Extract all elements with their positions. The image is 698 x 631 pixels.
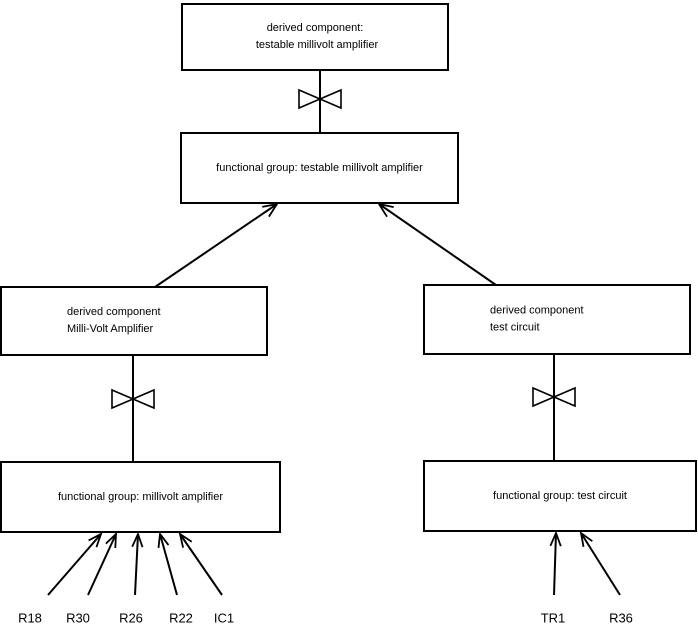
leaf-label: R36 [609, 610, 633, 625]
leaf-arrow-head-icon [549, 530, 562, 547]
arrow-shaft [378, 203, 497, 286]
connector-conn-right [532, 354, 576, 461]
arrow-layer [154, 202, 497, 288]
leaf-arrow-head-icon [579, 530, 593, 547]
arrow-head-icon [262, 202, 279, 218]
leaf-arrow-head-icon [157, 531, 170, 548]
connector-conn-top [298, 70, 342, 133]
leaf-ic1: IC1 [178, 532, 234, 625]
leaf-label: R26 [119, 610, 143, 625]
node-label-line1: derived component [67, 306, 161, 318]
connector-conn-left [111, 355, 155, 462]
leaf-arrow-head-icon [105, 531, 118, 549]
leaf-arrow-shaft [87, 533, 117, 596]
node-label-line2: test circuit [490, 321, 540, 333]
leaf-r30: R30 [66, 531, 118, 625]
leaf-label: R18 [18, 610, 42, 625]
leaf-label: IC1 [214, 610, 234, 625]
node-label-line2: testable millivolt amplifier [256, 39, 379, 51]
node-label-line1: derived component: [267, 22, 364, 34]
leaf-arrow-head-icon [131, 531, 144, 548]
leaf-arrow-head-icon [88, 532, 103, 548]
leaf-label: TR1 [541, 610, 566, 625]
leaf-tr1: TR1 [541, 530, 566, 625]
leaf-label: R22 [169, 610, 193, 625]
leaf-arrow-head-icon [178, 532, 193, 548]
node-fg-testable-millivolt-amplifier[interactable]: functional group: testable millivolt amp… [180, 132, 459, 204]
leaves-test-circuit: TR1 R36 [541, 530, 633, 625]
node-fg-millivolt-amplifier[interactable]: functional group: millivolt amplifier [0, 461, 281, 533]
node-box[interactable] [0, 286, 268, 356]
leaf-arrow-shaft [47, 533, 102, 596]
node-box[interactable] [0, 461, 281, 533]
leaf-r36: R36 [579, 530, 633, 625]
leaf-arrow-shaft [134, 533, 139, 596]
node-fg-test-circuit[interactable]: functional group: test circuit [423, 460, 697, 532]
arrow-arrow-test-circuit-to-testable [377, 202, 497, 286]
leaf-arrow-shaft [179, 533, 223, 596]
node-box[interactable] [181, 3, 449, 71]
node-box[interactable] [423, 460, 697, 532]
leaves-millivolt-amplifier: R18 R30 R26 R22 IC1 [18, 531, 234, 625]
bowtie-refinement-icon [111, 388, 155, 410]
node-label-line1: functional group: testable millivolt amp… [216, 162, 423, 174]
bowtie-refinement-icon [532, 386, 576, 408]
leaf-arrow-shaft [553, 532, 557, 596]
leaf-r18: R18 [18, 532, 103, 625]
node-derived-testable-millivolt-amplifier[interactable]: derived component: testable millivolt amp… [181, 3, 449, 71]
arrow-arrow-millivolt-to-testable [154, 202, 279, 288]
arrow-shaft [154, 203, 278, 288]
leaf-label: R30 [66, 610, 90, 625]
leaf-arrow-shaft [580, 532, 621, 596]
node-label-line1: functional group: millivolt amplifier [58, 491, 223, 503]
node-label-line2: Milli-Volt Amplifier [67, 323, 154, 335]
leaf-layer: R18 R30 R26 R22 IC1 TR1 R36 [18, 530, 633, 625]
node-layer: derived component: testable millivolt amp… [0, 3, 697, 533]
bowtie-refinement-icon [298, 88, 342, 110]
node-box[interactable] [180, 132, 459, 204]
leaf-r26: R26 [119, 531, 144, 625]
node-label-line1: derived component [490, 304, 584, 316]
leaf-arrow-shaft [159, 533, 178, 596]
node-box[interactable] [423, 284, 691, 355]
node-derived-test-circuit[interactable]: derived component test circuit [423, 284, 691, 355]
leaf-r22: R22 [157, 531, 193, 625]
connector-layer [111, 70, 576, 462]
arrow-head-icon [377, 202, 394, 218]
node-label-line1: functional group: test circuit [493, 490, 627, 502]
